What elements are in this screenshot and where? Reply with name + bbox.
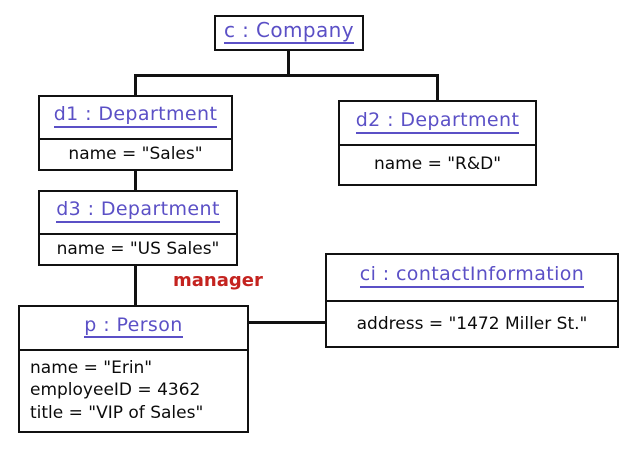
object-title-contactinformation: ci : contactInformation [359, 264, 585, 289]
object-box-contactinformation[interactable]: ci : contactInformation address = "1472 … [325, 253, 619, 348]
object-divider-person [20, 349, 247, 352]
slot-d1-name: name = "Sales" [68, 143, 203, 164]
object-slots-contactinformation: address = "1472 Miller St." [327, 302, 617, 346]
object-title-d1: d1 : Department [53, 104, 218, 129]
object-box-d3[interactable]: d3 : Department name = "US Sales" [38, 190, 238, 266]
object-box-d2[interactable]: d2 : Department name = "R&D" [338, 100, 537, 186]
object-header-company: c : Company [216, 17, 362, 49]
link-company-bus [134, 74, 439, 77]
slot-person-employeeid: employeeID = 4362 [30, 380, 201, 401]
object-header-person: p : Person [20, 307, 247, 349]
object-divider-d2 [340, 144, 535, 147]
object-header-d2: d2 : Department [340, 102, 535, 144]
object-divider-d3 [40, 233, 236, 236]
object-title-d2: d2 : Department [355, 110, 520, 134]
object-box-company[interactable]: c : Company [214, 15, 364, 51]
object-header-d3: d3 : Department [40, 192, 236, 233]
role-label-manager: manager [173, 270, 263, 291]
link-person-to-contactinformation [247, 321, 327, 324]
slot-d3-name: name = "US Sales" [56, 238, 220, 259]
object-slots-d3: name = "US Sales" [40, 235, 236, 264]
link-company-to-d2 [436, 74, 439, 102]
link-d3-to-person [134, 264, 137, 307]
object-header-d1: d1 : Department [40, 97, 231, 138]
object-title-person: p : Person [84, 315, 183, 339]
link-d1-to-d3 [134, 169, 137, 192]
slot-d2-name: name = "R&D" [373, 154, 502, 175]
object-title-d3: d3 : Department [56, 199, 220, 224]
object-divider-d1 [40, 138, 231, 141]
object-title-company: c : Company [224, 18, 354, 44]
link-company-to-d1 [134, 74, 137, 97]
object-slots-d2: name = "R&D" [340, 146, 535, 184]
slot-person-title: title = "VIP of Sales" [30, 402, 204, 423]
slot-contactinformation-address: address = "1472 Miller St." [356, 313, 588, 334]
object-slots-d1: name = "Sales" [40, 140, 231, 169]
object-box-person[interactable]: p : Person name = "Erin" employeeID = 43… [18, 305, 249, 433]
object-box-d1[interactable]: d1 : Department name = "Sales" [38, 95, 233, 171]
slot-person-name: name = "Erin" [30, 357, 153, 378]
object-slots-person: name = "Erin" employeeID = 4362 title = … [20, 351, 247, 431]
object-header-contactinformation: ci : contactInformation [327, 255, 617, 300]
object-divider-contactinformation [327, 300, 617, 303]
link-company-stem [287, 50, 290, 76]
